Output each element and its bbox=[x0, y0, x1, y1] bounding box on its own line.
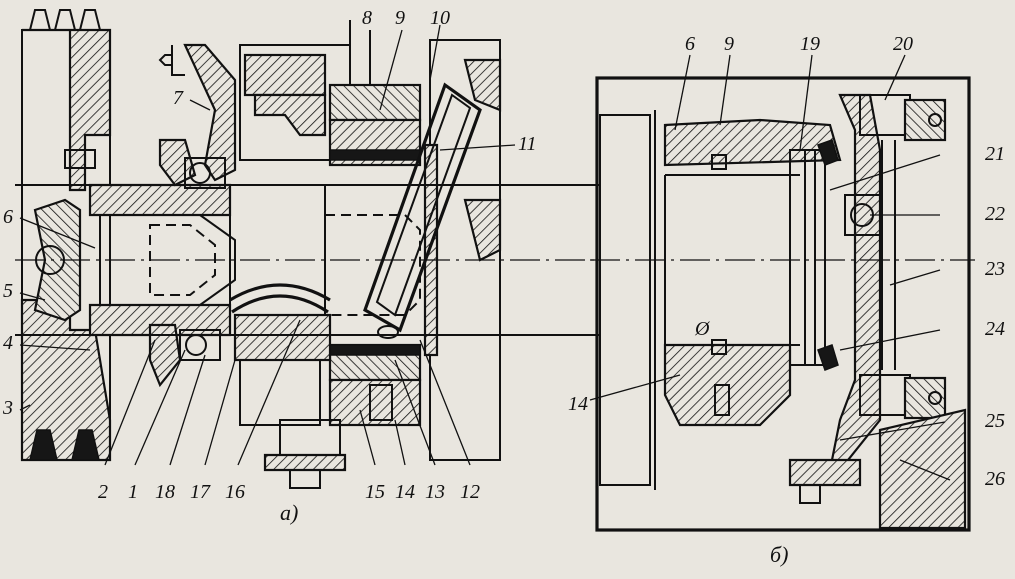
caption-b: б) bbox=[770, 542, 788, 567]
view-a-labels: 6 5 4 3 7 8 9 10 11 2 1 18 17 16 15 14 1… bbox=[2, 7, 537, 525]
callout-9-b: 9 bbox=[724, 33, 734, 55]
view-b-leaders bbox=[589, 54, 951, 481]
callout-21-b: 21 bbox=[985, 143, 1005, 165]
callout-1-a: 1 bbox=[128, 481, 138, 503]
callout-8-a: 8 bbox=[362, 7, 372, 29]
plate bbox=[325, 39, 502, 461]
callout-9-a: 9 bbox=[395, 7, 405, 29]
callout-23-b: 23 bbox=[985, 258, 1005, 280]
callout-26-b: 26 bbox=[985, 468, 1005, 490]
callout-19-b: 19 bbox=[800, 33, 820, 55]
clutch-ring bbox=[229, 283, 332, 426]
view-b-labels: 6 9 19 20 21 22 23 24 25 26 14 б) bbox=[568, 33, 1005, 567]
gear-block bbox=[239, 20, 422, 167]
view-b-assembly: Ø bbox=[590, 76, 975, 532]
callout-24-b: 24 bbox=[985, 318, 1005, 340]
lower-gear-block bbox=[263, 343, 422, 489]
callout-13-a: 13 bbox=[425, 481, 445, 503]
callout-10-a: 10 bbox=[430, 7, 450, 29]
callout-5-a: 5 bbox=[3, 280, 13, 302]
callout-7-a: 7 bbox=[173, 87, 184, 109]
callout-11-a: 11 bbox=[518, 133, 537, 155]
callout-16-a: 16 bbox=[225, 481, 245, 503]
callout-12-a: 12 bbox=[460, 481, 480, 503]
frame bbox=[595, 76, 971, 532]
callout-2-a: 2 bbox=[98, 481, 108, 503]
callout-6-b: 6 bbox=[685, 33, 695, 55]
caption-a: а) bbox=[280, 500, 298, 525]
callout-6-a: 6 bbox=[3, 206, 13, 228]
callout-25-b: 25 bbox=[985, 410, 1005, 432]
callout-3-a: 3 bbox=[2, 397, 13, 419]
callout-17-a: 17 bbox=[190, 481, 211, 503]
callout-22-b: 22 bbox=[985, 203, 1005, 225]
view-a-leaders bbox=[19, 24, 516, 466]
view-a-assembly bbox=[15, 9, 600, 489]
callout-14-b: 14 bbox=[568, 393, 588, 415]
callout-15-a: 15 bbox=[365, 481, 385, 503]
callout-18-a: 18 bbox=[155, 481, 175, 503]
callout-4-a: 4 bbox=[3, 332, 13, 354]
pulley bbox=[20, 9, 112, 462]
callout-20-b: 20 bbox=[893, 33, 913, 55]
callout-14-a: 14 bbox=[395, 481, 415, 503]
shaft bbox=[88, 183, 326, 337]
diameter-symbol: Ø bbox=[694, 318, 711, 340]
